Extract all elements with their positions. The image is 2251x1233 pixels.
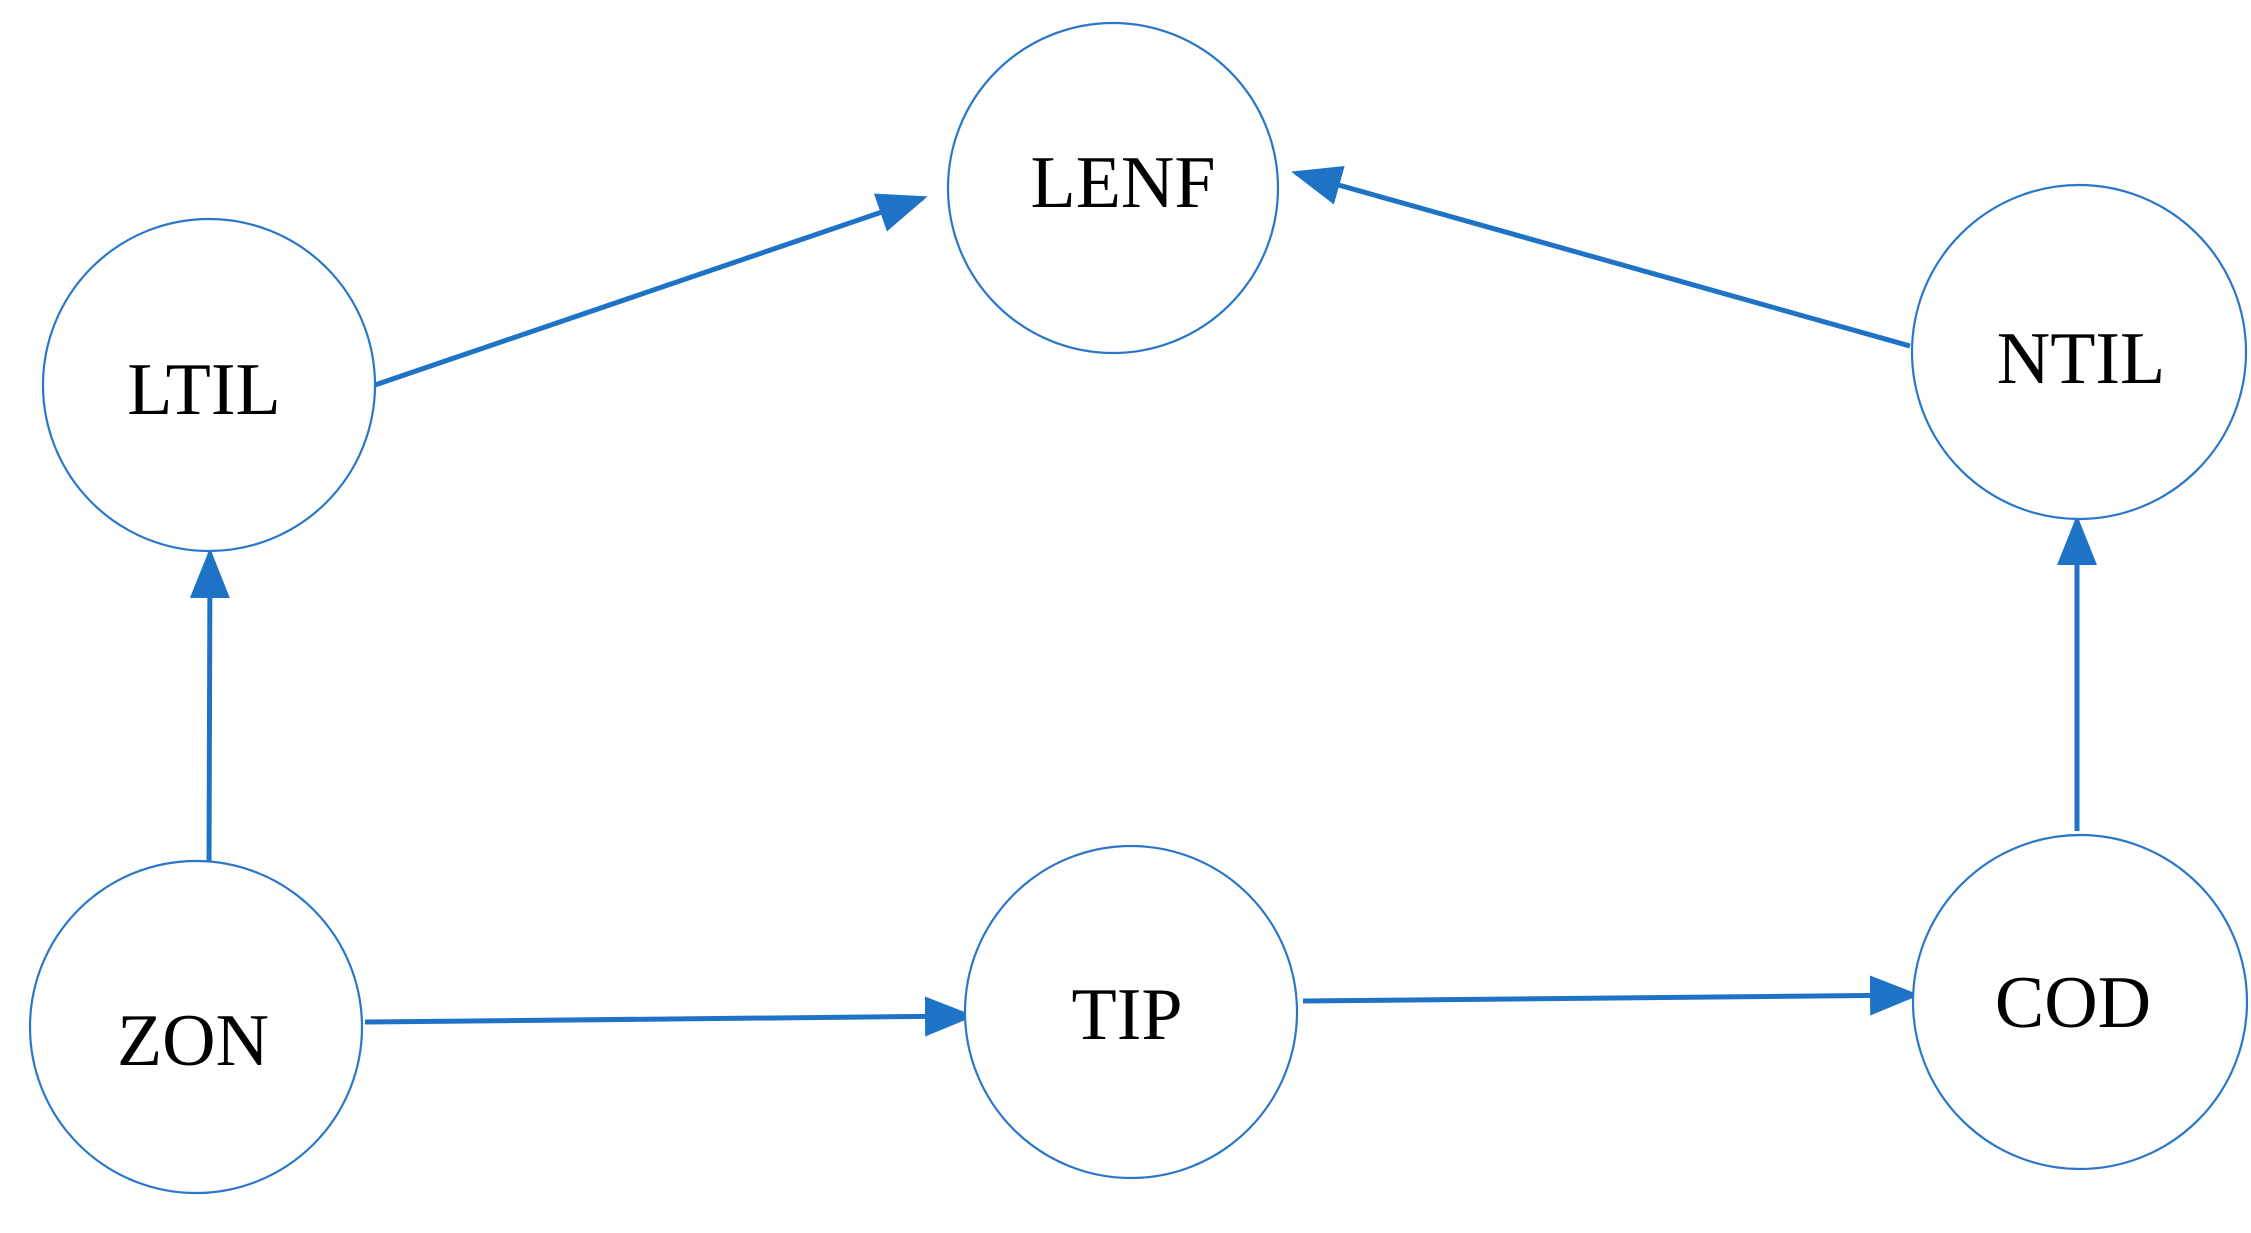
edge-tip-to-cod — [1302, 975, 1920, 1016]
edge-zon-to-ltil — [189, 548, 230, 871]
node-ltil-circle — [41, 217, 377, 553]
node-ntil: NTIL — [1910, 183, 2248, 521]
node-cod-label: COD — [1995, 962, 2151, 1044]
node-zon-label: ZON — [117, 1000, 269, 1082]
node-lenf: LENF — [946, 21, 1280, 355]
node-tip: TIP — [963, 844, 1299, 1180]
node-tip-label: TIP — [1072, 974, 1183, 1056]
nodes-layer: LENF LTIL NTIL ZON TIP COD — [28, 21, 2249, 1195]
node-zon: ZON — [28, 859, 364, 1195]
node-lenf-label: LENF — [1031, 142, 1216, 224]
node-cod: COD — [1911, 833, 2249, 1171]
edge-ltil-to-lenf — [374, 193, 928, 388]
node-cod-circle — [1911, 833, 2249, 1171]
edge-ntil-to-lenf — [1291, 165, 1911, 349]
node-tip-circle — [963, 844, 1299, 1180]
node-lenf-circle — [946, 21, 1280, 355]
edges-layer — [189, 165, 2097, 1037]
node-ltil: LTIL — [41, 217, 377, 553]
edge-zon-to-tip — [364, 996, 975, 1037]
node-zon-circle — [28, 859, 364, 1195]
node-ntil-circle — [1910, 183, 2248, 521]
node-ltil-label: LTIL — [127, 349, 280, 431]
node-ntil-label: NTIL — [1997, 318, 2166, 400]
